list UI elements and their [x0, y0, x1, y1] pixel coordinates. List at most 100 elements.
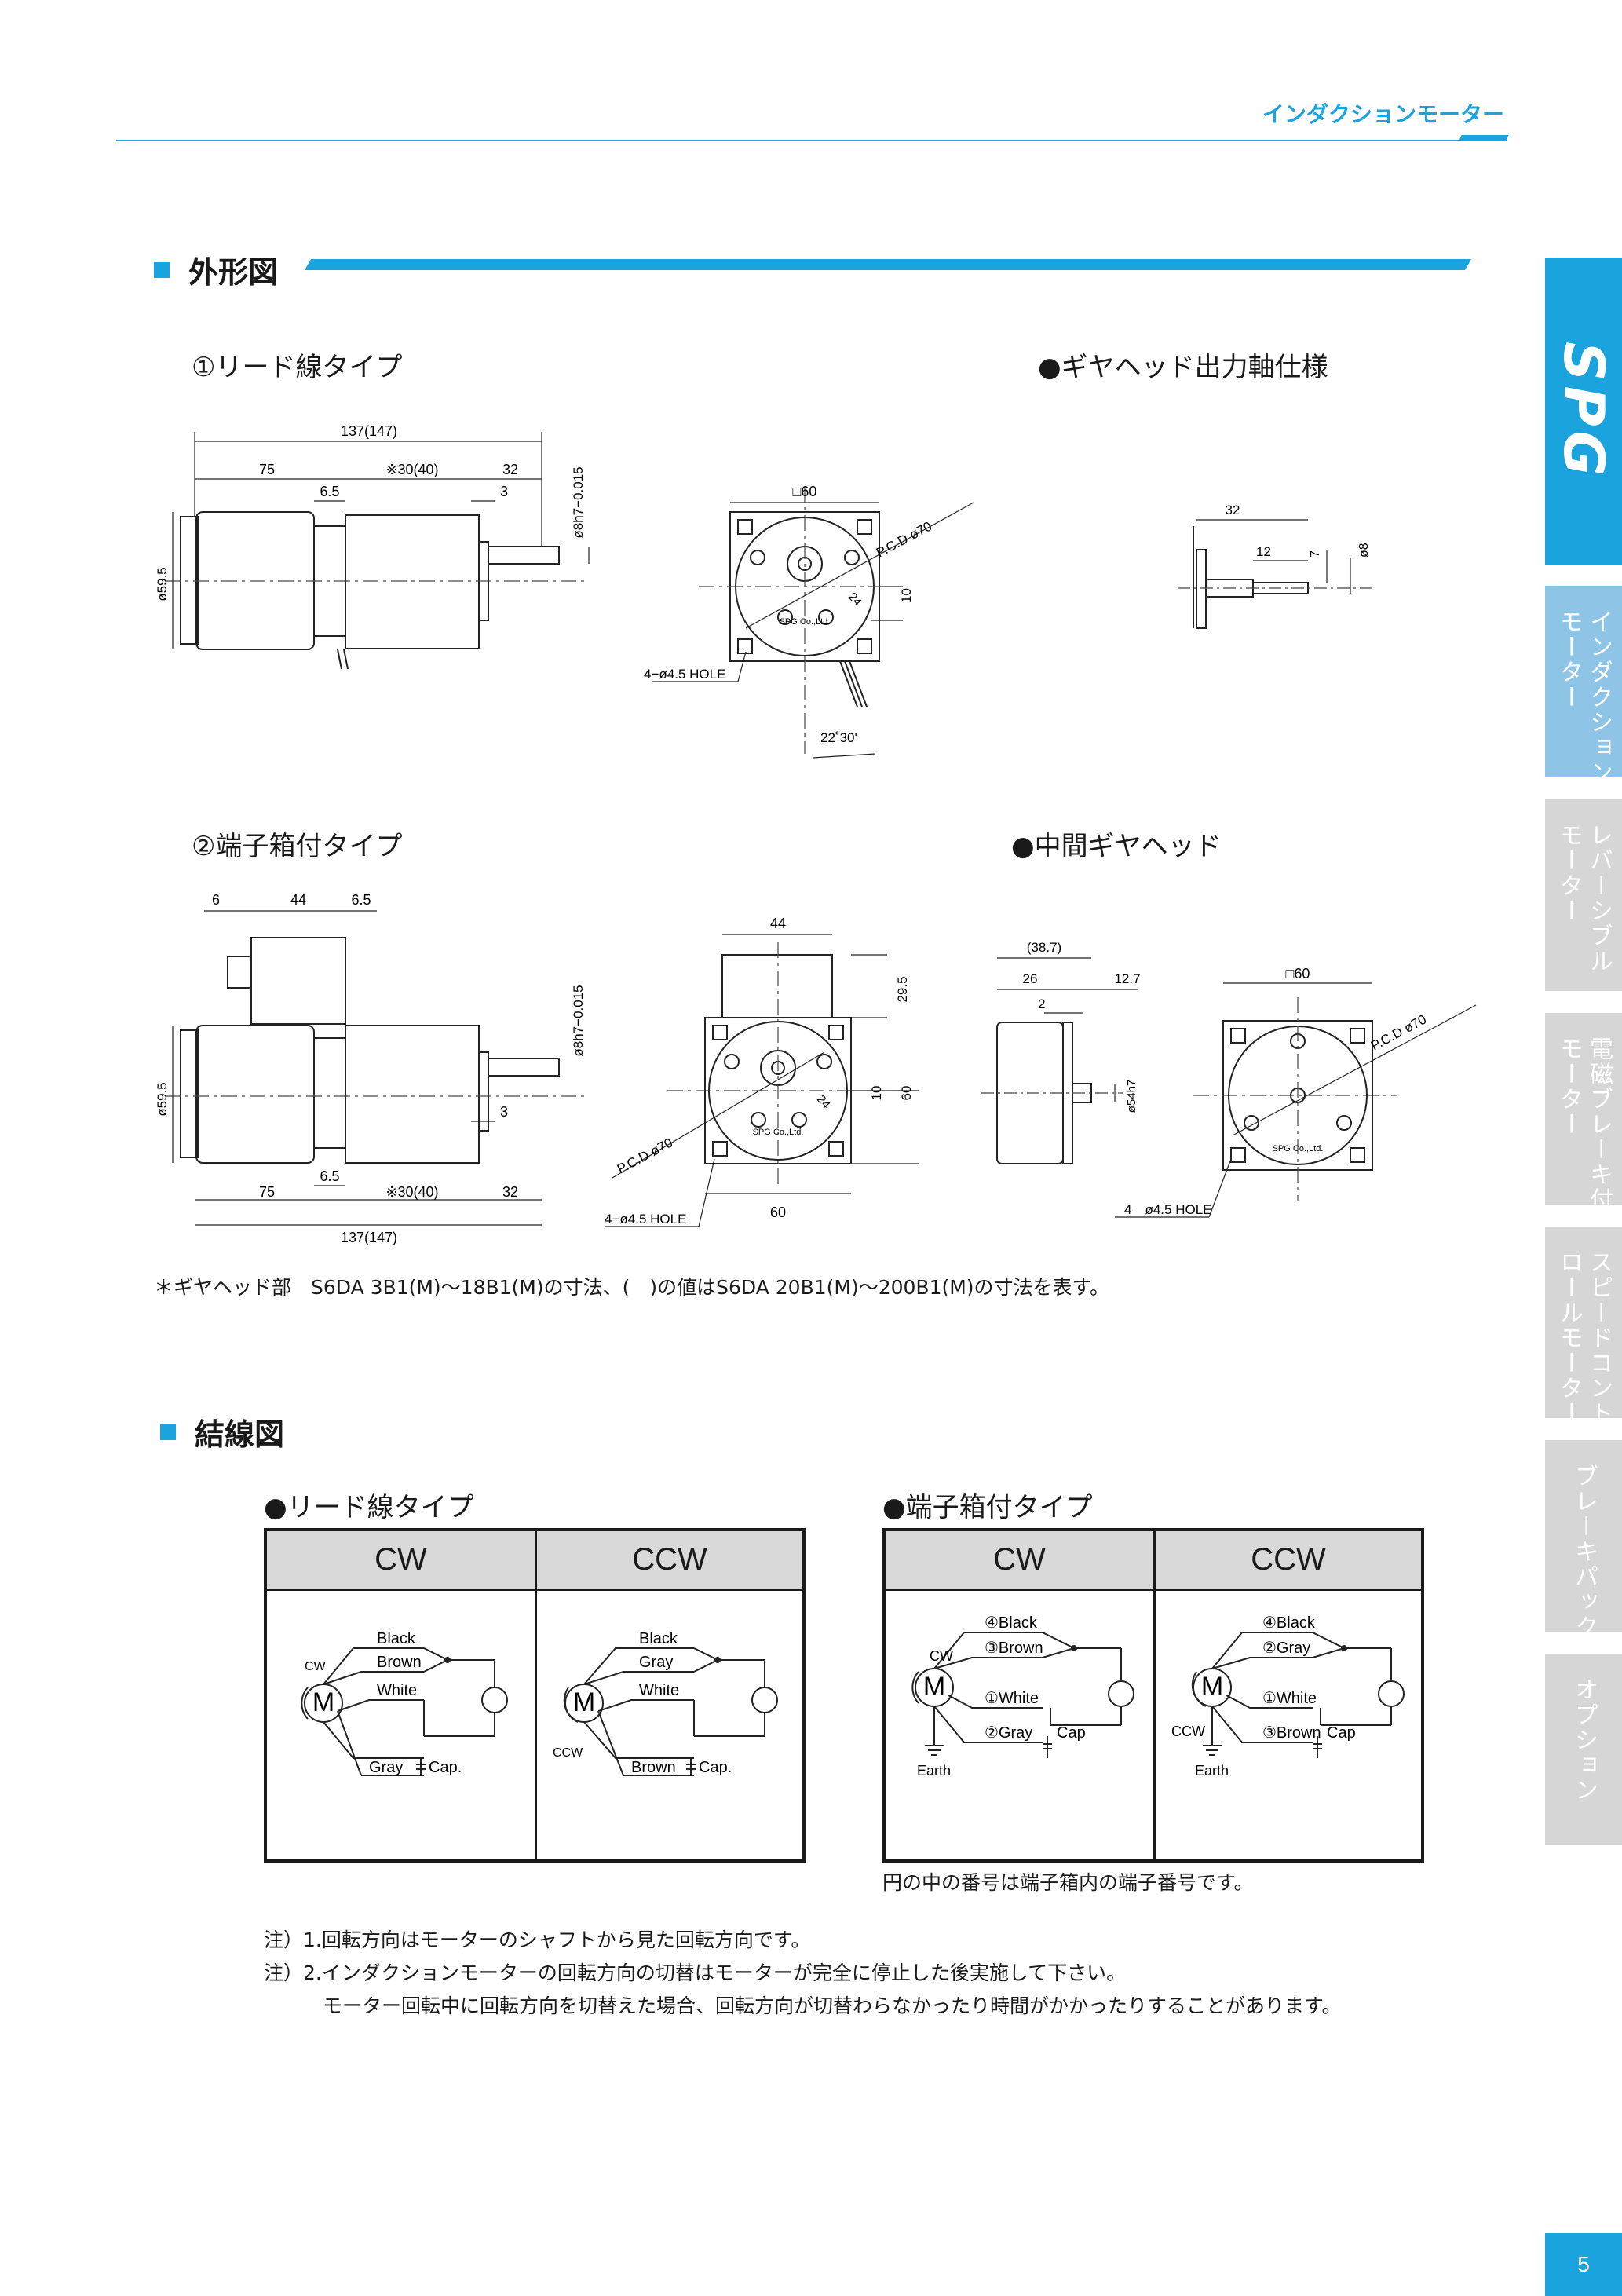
capacitor-label: Cap: [1327, 1724, 1356, 1742]
gearhead-shaft-label: ●ギヤヘッド出力軸仕様: [1038, 352, 1328, 383]
dim-pcd-i: P.C.D ø70: [1368, 1012, 1429, 1054]
terminal-wiring-table: CW CCW M CW ④Black ③Brown ①White ②Gray C…: [882, 1528, 1424, 1863]
outline-footnote: ＊ギヤヘッド部 S6DA 3B1(M)～18B1(M)の寸法、( )の値はS6D…: [154, 1276, 1110, 1299]
side-tab-reversible[interactable]: レバーシブル モーター: [1545, 799, 1622, 991]
wire-label: Black: [377, 1630, 416, 1647]
wire-label: ①White: [1262, 1690, 1317, 1707]
side-tab-brake-pack[interactable]: ブレーキパック: [1545, 1440, 1622, 1640]
dim-3: 3: [500, 484, 508, 499]
side-tab-label: 電磁ブレーキ付 モーター: [1555, 1036, 1613, 1212]
dim-6-5-bottom: 6.5: [320, 1168, 339, 1184]
dim-pcd: P.C.D ø70: [874, 519, 934, 561]
dim-t10: 10: [869, 1086, 884, 1101]
dim-g32: 32: [1226, 503, 1240, 517]
earth-label: Earth: [1195, 1763, 1229, 1779]
dim-t44-front: 44: [770, 916, 786, 931]
dim-total: 137(147): [341, 423, 397, 439]
terminal-ccw-diagram: M CCW ④Black ②Gray ①White ③Brown Cap Ear…: [1171, 1614, 1405, 1779]
dim-30: ※30(40): [385, 462, 438, 477]
maker-label-t: SPG Co.,Ltd.: [753, 1128, 804, 1137]
wire-label: ③Brown: [985, 1640, 1043, 1657]
lead-type-label: ①リード線タイプ: [192, 352, 403, 383]
wire-label: White: [639, 1682, 679, 1699]
heading-marker: [160, 1424, 176, 1440]
brand-logo: SPG: [1551, 342, 1616, 481]
dim-t6-5: 6.5: [351, 892, 371, 908]
wire-label: ②Gray: [985, 1724, 1032, 1742]
dim-hole-i: 4 ø4.5 HOLE: [1124, 1202, 1212, 1217]
motor-symbol: M: [312, 1687, 334, 1717]
terminal-front-view-drawing: 44 29.5 10 60 60 P.C.D ø70 4−ø4.5 HOLE 2…: [605, 916, 919, 1227]
note-line: 注）2.インダクションモーターの回転方向の切替はモーターが完全に停止した後実施し…: [264, 1961, 1127, 1984]
side-tab-speed-control[interactable]: スピードコント ロールモーター: [1545, 1227, 1622, 1426]
wire-label: ②Gray: [1262, 1640, 1310, 1657]
dim-g8: ø8: [1357, 543, 1371, 558]
side-tab-label: レバーシブル モーター: [1555, 823, 1613, 974]
gearhead-shaft-drawing: 32 12 7 ø8: [1178, 503, 1374, 629]
dim-2: 2: [1038, 996, 1045, 1011]
note-line: モーター回転中に回転方向を切替えた場合、回転方向が切替わらなかったり時間がかかっ…: [264, 1994, 1342, 2017]
dim-t60-v: 60: [899, 1086, 914, 1101]
dim-angle: 22˚30': [820, 730, 857, 745]
dim-total-bottom: 137(147): [341, 1230, 397, 1245]
intermediate-gearhead-label: ●中間ギヤヘッド: [1011, 831, 1222, 862]
dim-38-7: (38.7): [1027, 940, 1061, 955]
section-wiring-heading: 結線図: [160, 1410, 284, 1453]
side-tab-brake[interactable]: 電磁ブレーキ付 モーター: [1545, 1013, 1622, 1212]
motor-symbol: M: [573, 1687, 595, 1717]
header-title: インダクションモーター: [1262, 101, 1504, 127]
dim-t6: 6: [212, 892, 220, 908]
side-tab-label: スピードコント ロールモーター: [1555, 1250, 1613, 1426]
header-accent: [1459, 135, 1509, 141]
maker-label-i: SPG Co.,Ltd.: [1273, 1144, 1324, 1153]
lead-wiring-table: CW CCW M CW Black Brown White Gray Cap.: [264, 1528, 806, 1863]
heading-bar: [304, 259, 1472, 270]
terminal-number-note: 円の中の番号は端子箱内の端子番号です。: [882, 1871, 1254, 1894]
dim-32: 32: [502, 462, 518, 477]
capacitor-label: Cap.: [699, 1759, 732, 1776]
dim-pcd-t: P.C.D ø70: [615, 1135, 675, 1177]
wire-label: ③Brown: [1262, 1724, 1321, 1742]
earth-label: Earth: [917, 1763, 951, 1779]
dim-29-5: 29.5: [895, 976, 910, 1002]
wire-label: ④Black: [1262, 1614, 1316, 1632]
rotation-label: CW: [930, 1648, 953, 1664]
wire-label: White: [377, 1682, 417, 1699]
heading-marker: [154, 261, 170, 278]
brand-tab[interactable]: SPG: [1545, 258, 1622, 565]
capacitor-label: Cap: [1057, 1724, 1086, 1742]
dim-g7: 7: [1309, 550, 1322, 558]
motor-symbol: M: [923, 1672, 945, 1702]
wiring-lead-type-label: ●リード線タイプ: [264, 1492, 474, 1523]
rotation-label: CCW: [1171, 1724, 1205, 1739]
header-rule: [116, 140, 1507, 141]
cw-header: CW: [267, 1531, 535, 1591]
section-title: 結線図: [195, 1417, 285, 1452]
dim-square-60: □60: [793, 484, 817, 499]
ccw-header: CCW: [1156, 1531, 1421, 1591]
section-outline-heading: 外形図: [154, 248, 278, 291]
dim-12-7: 12.7: [1114, 971, 1140, 986]
side-tab-induction[interactable]: インダクション モーター: [1545, 586, 1622, 785]
dim-body-dia: ø59.5: [155, 567, 170, 601]
intermediate-front-drawing: □60 P.C.D ø70 4 ø4.5 HOLE SPG Co.,Ltd.: [1115, 966, 1477, 1218]
maker-label: SPG Co.,Ltd.: [780, 617, 831, 627]
dim-hole: 4−ø4.5 HOLE: [644, 667, 725, 682]
column-divider: [535, 1531, 537, 1859]
dim-t44: 44: [290, 892, 306, 908]
wire-label: Gray: [639, 1654, 673, 1671]
dim-shaft-t: ø8h7−0.015: [571, 985, 586, 1056]
side-tab-options[interactable]: オプション: [1545, 1654, 1622, 1845]
dim-g12: 12: [1256, 544, 1271, 559]
rotation-label: CCW: [553, 1746, 583, 1760]
side-tab-label: ブレーキパック: [1570, 1464, 1598, 1640]
dim-square-60-i: □60: [1286, 966, 1310, 982]
side-tab-label: インダクション モーター: [1555, 609, 1613, 785]
lead-ccw-diagram: M CCW Black Gray White Brown Cap.: [553, 1630, 778, 1776]
dim-30-bottom: ※30(40): [385, 1184, 438, 1200]
dim-10: 10: [899, 588, 914, 603]
dim-intermediate-shaft: ø54h7: [1125, 1080, 1138, 1113]
wire-label: Black: [639, 1630, 678, 1647]
terminal-type-label: ②端子箱付タイプ: [192, 831, 403, 862]
lead-front-view-drawing: □60 P.C.D ø70 4−ø4.5 HOLE 10 22˚30' 24 S…: [644, 484, 974, 759]
